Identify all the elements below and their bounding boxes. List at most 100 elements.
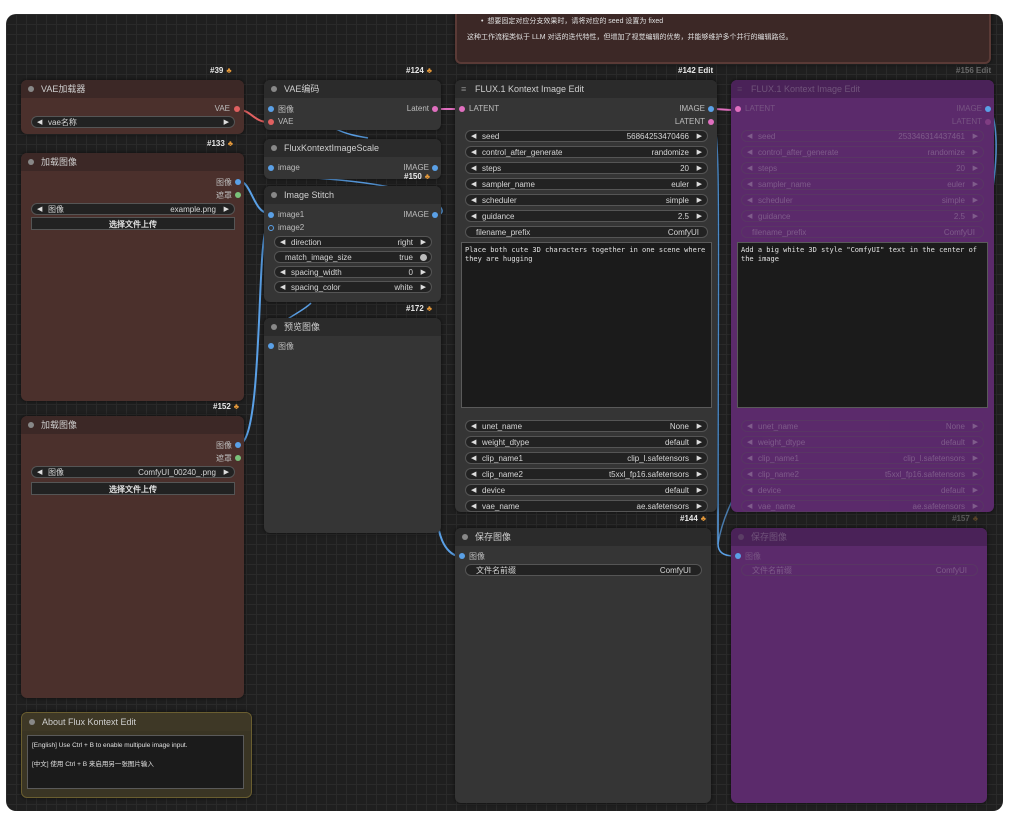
arrow-right-icon[interactable]: ▶ <box>696 149 702 156</box>
node-header[interactable]: 保存图像 <box>455 528 711 546</box>
arrow-right-icon[interactable]: ▶ <box>972 165 978 172</box>
arrow-left-icon[interactable]: ◀ <box>747 503 753 510</box>
input-image-socket[interactable] <box>735 553 741 559</box>
arrow-left-icon[interactable]: ◀ <box>471 181 477 188</box>
input-vae-socket[interactable] <box>268 119 274 125</box>
node-header[interactable]: 预览图像 <box>264 318 441 336</box>
arrow-left-icon[interactable]: ◀ <box>280 269 286 276</box>
arrow-left-icon[interactable]: ◀ <box>280 284 286 291</box>
input-image-socket[interactable] <box>268 165 274 171</box>
arrow-right-icon[interactable]: ▶ <box>696 455 702 462</box>
arrow-right-icon[interactable]: ▶ <box>972 455 978 462</box>
input-image-socket[interactable] <box>268 106 274 112</box>
arrow-right-icon[interactable]: ▶ <box>972 471 978 478</box>
vae-loader-node[interactable]: VAE加载器 VAE ◀vae名称▶ <box>21 80 244 134</box>
node-canvas[interactable]: • 想要固定对应分支效果时，请将对应的 seed 设置为 fixed 这种工作流… <box>6 14 1003 811</box>
arrow-left-icon[interactable]: ◀ <box>471 487 477 494</box>
node-header[interactable]: VAE加载器 <box>21 80 244 98</box>
arrow-left-icon[interactable]: ◀ <box>747 133 753 140</box>
arrow-left-icon[interactable]: ◀ <box>747 181 753 188</box>
arrow-right-icon[interactable]: ▶ <box>223 119 229 126</box>
grip-icon[interactable]: ≡ <box>737 84 743 94</box>
collapse-dot-icon[interactable] <box>271 86 277 92</box>
output-image-socket[interactable] <box>235 442 241 448</box>
arrow-left-icon[interactable]: ◀ <box>747 213 753 220</box>
output-latent-socket[interactable] <box>432 106 438 112</box>
arrow-left-icon[interactable]: ◀ <box>747 423 753 430</box>
input-image2-socket[interactable] <box>268 225 274 231</box>
input-image-socket[interactable] <box>268 343 274 349</box>
node-header[interactable]: ≡FLUX.1 Kontext Image Edit <box>455 80 717 98</box>
arrow-right-icon[interactable]: ▶ <box>696 439 702 446</box>
arrow-right-icon[interactable]: ▶ <box>696 133 702 140</box>
collapse-dot-icon[interactable] <box>29 719 35 725</box>
node-header[interactable]: 保存图像 <box>731 528 987 546</box>
collapse-dot-icon[interactable] <box>28 86 34 92</box>
output-latent-socket[interactable] <box>708 119 714 125</box>
arrow-right-icon[interactable]: ▶ <box>420 269 426 276</box>
arrow-left-icon[interactable]: ◀ <box>471 455 477 462</box>
arrow-right-icon[interactable]: ▶ <box>223 469 229 476</box>
arrow-right-icon[interactable]: ▶ <box>696 213 702 220</box>
arrow-left-icon[interactable]: ◀ <box>471 149 477 156</box>
input-image-socket[interactable] <box>459 553 465 559</box>
arrow-right-icon[interactable]: ▶ <box>696 503 702 510</box>
vae-name-combo[interactable]: ◀vae名称▶ <box>31 116 235 128</box>
output-image-socket[interactable] <box>432 212 438 218</box>
arrow-right-icon[interactable]: ▶ <box>420 284 426 291</box>
image-stitch-node[interactable]: Image Stitch image1 image2 IMAGE ◀direct… <box>264 186 441 302</box>
arrow-right-icon[interactable]: ▶ <box>972 149 978 156</box>
input-latent-socket[interactable] <box>735 106 741 112</box>
arrow-left-icon[interactable]: ◀ <box>471 471 477 478</box>
arrow-left-icon[interactable]: ◀ <box>37 469 43 476</box>
toggle-knob-icon[interactable] <box>420 254 427 261</box>
arrow-left-icon[interactable]: ◀ <box>747 487 753 494</box>
node-header[interactable]: 加载图像 <box>21 416 244 434</box>
output-mask-socket[interactable] <box>235 192 241 198</box>
output-vae-socket[interactable] <box>234 106 240 112</box>
arrow-right-icon[interactable]: ▶ <box>972 487 978 494</box>
output-latent-socket[interactable] <box>985 119 991 125</box>
output-image-socket[interactable] <box>708 106 714 112</box>
arrow-right-icon[interactable]: ▶ <box>972 133 978 140</box>
arrow-right-icon[interactable]: ▶ <box>696 423 702 430</box>
node-header[interactable]: 加载图像 <box>21 153 244 171</box>
output-mask-socket[interactable] <box>235 455 241 461</box>
prompt-textarea[interactable]: Place both cute 3D characters together i… <box>461 242 712 408</box>
upload-button[interactable]: 选择文件上传 <box>31 217 235 230</box>
arrow-right-icon[interactable]: ▶ <box>696 197 702 204</box>
arrow-left-icon[interactable]: ◀ <box>37 119 43 126</box>
arrow-right-icon[interactable]: ▶ <box>972 439 978 446</box>
arrow-left-icon[interactable]: ◀ <box>747 439 753 446</box>
arrow-right-icon[interactable]: ▶ <box>696 487 702 494</box>
collapse-dot-icon[interactable] <box>738 534 744 540</box>
output-image-socket[interactable] <box>432 165 438 171</box>
arrow-left-icon[interactable]: ◀ <box>471 133 477 140</box>
arrow-right-icon[interactable]: ▶ <box>223 206 229 213</box>
